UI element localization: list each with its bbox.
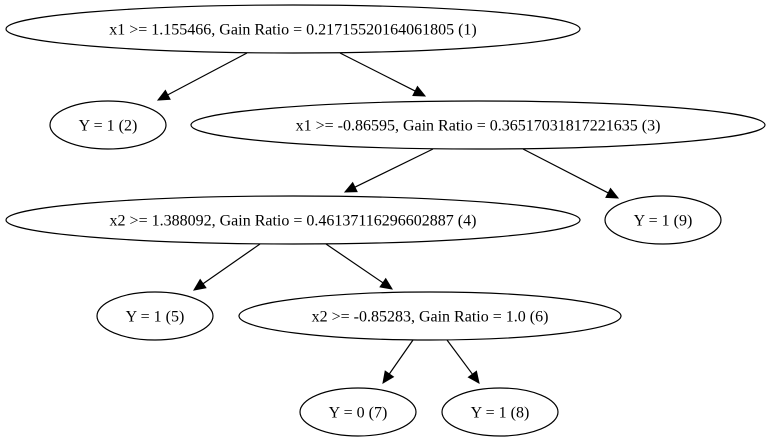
edge-line — [339, 52, 416, 92]
tree-node-4: x2 >= 1.388092, Gain Ratio = 0.461371162… — [5, 195, 581, 245]
node-4-ellipse — [5, 195, 581, 245]
edge-line — [388, 339, 414, 375]
node-1-ellipse — [5, 4, 581, 54]
node-3-label: x1 >= -0.86595, Gain Ratio = 0.365170318… — [296, 118, 661, 135]
node-9-ellipse — [604, 195, 722, 245]
edge-n1-n2 — [156, 52, 248, 101]
node-9-label: Y = 1 (9) — [634, 213, 693, 230]
node-8-label: Y = 1 (8) — [471, 405, 530, 422]
node-5-ellipse — [96, 291, 214, 341]
tree-node-7: Y = 0 (7) — [299, 387, 417, 437]
node-6-label: x2 >= -0.85283, Gain Ratio = 1.0 (6) — [312, 309, 549, 326]
node-5-label: Y = 1 (5) — [126, 309, 185, 326]
edge-line — [446, 339, 473, 375]
arrowhead-icon — [193, 278, 207, 291]
edge-layer — [156, 52, 620, 384]
arrowhead-icon — [379, 277, 393, 290]
edge-line — [167, 52, 248, 96]
arrowhead-icon — [605, 187, 620, 199]
edge-n6-n7 — [382, 339, 414, 384]
edge-line — [522, 148, 609, 194]
node-2-label: Y = 1 (2) — [79, 118, 138, 135]
edge-line — [354, 148, 434, 188]
node-6-ellipse — [238, 291, 622, 341]
arrowhead-icon — [412, 85, 427, 97]
arrowhead-icon — [382, 370, 395, 384]
arrowhead-icon — [343, 181, 358, 193]
node-2-ellipse — [49, 100, 167, 150]
node-8-ellipse — [441, 387, 559, 437]
tree-node-8: Y = 1 (8) — [441, 387, 559, 437]
tree-node-3: x1 >= -0.86595, Gain Ratio = 0.365170318… — [190, 100, 766, 150]
edge-n1-n3 — [339, 52, 427, 97]
edge-n6-n8 — [446, 339, 480, 384]
edge-n3-n9 — [522, 148, 620, 199]
tree-node-5: Y = 1 (5) — [96, 291, 214, 341]
edge-n4-n5 — [193, 243, 261, 291]
arrowhead-icon — [156, 89, 171, 101]
node-3-ellipse — [190, 100, 766, 150]
tree-node-9: Y = 1 (9) — [604, 195, 722, 245]
edge-n4-n6 — [325, 243, 393, 290]
edge-n3-n4 — [343, 148, 434, 193]
arrowhead-icon — [467, 370, 480, 384]
node-7-label: Y = 0 (7) — [329, 405, 388, 422]
tree-node-6: x2 >= -0.85283, Gain Ratio = 1.0 (6) — [238, 291, 622, 341]
edge-line — [325, 243, 384, 284]
node-7-ellipse — [299, 387, 417, 437]
node-4-label: x2 >= 1.388092, Gain Ratio = 0.461371162… — [110, 213, 477, 230]
tree-node-1: x1 >= 1.155466, Gain Ratio = 0.217155201… — [5, 4, 581, 54]
tree-node-2: Y = 1 (2) — [49, 100, 167, 150]
edge-line — [202, 243, 261, 285]
node-1-label: x1 >= 1.155466, Gain Ratio = 0.217155201… — [109, 22, 477, 39]
